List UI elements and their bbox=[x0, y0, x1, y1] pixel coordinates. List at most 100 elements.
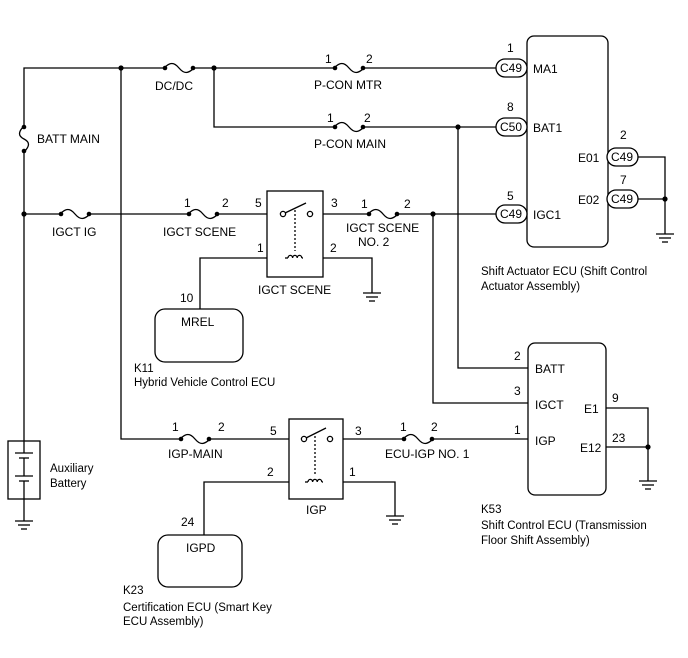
junction-dot bbox=[21, 211, 27, 217]
fuse-dcdc bbox=[162, 62, 196, 74]
shift-control-ecu-name: Shift Control ECU (Transmission bbox=[481, 520, 647, 532]
junction-dot bbox=[430, 211, 436, 217]
terminal-pin: 3 bbox=[514, 384, 521, 398]
fuse-ecu-igp-no1 bbox=[401, 433, 435, 445]
terminal-name: IGC1 bbox=[533, 208, 561, 222]
relay-pin-number: 3 bbox=[355, 424, 362, 438]
terminal-name: IGCT bbox=[535, 398, 564, 412]
wire-igc1-to-shift-igct bbox=[432, 214, 531, 404]
relay-pin-number: 1 bbox=[257, 241, 264, 255]
terminal-pin: 5 bbox=[507, 189, 514, 203]
relay-igp bbox=[288, 418, 344, 500]
ground-symbol bbox=[15, 520, 33, 530]
terminal-name: BATT bbox=[535, 362, 565, 376]
wire-relay-coil-to-ground bbox=[303, 257, 373, 293]
junction-dot bbox=[211, 65, 217, 71]
battery-symbol bbox=[7, 440, 41, 500]
relay-label-igct-scene: IGCT SCENE bbox=[258, 283, 331, 297]
terminal-name: E01 bbox=[578, 151, 600, 165]
terminal-name: E02 bbox=[578, 193, 600, 207]
cert-ecu-name-line2: ECU Assembly) bbox=[123, 616, 204, 628]
junction-dot bbox=[662, 196, 668, 202]
terminal-pin: 7 bbox=[620, 173, 627, 187]
fuse-igct-ig bbox=[58, 208, 92, 220]
wire-relay-coil-to-mrel bbox=[199, 257, 285, 309]
connector-c50-bat1 bbox=[495, 117, 528, 137]
junction-dot bbox=[645, 444, 651, 450]
shift-actuator-ecu-name-line2: Actuator Assembly) bbox=[481, 281, 580, 293]
relay-pin-number: 3 bbox=[331, 196, 338, 210]
terminal-pin: 2 bbox=[620, 128, 627, 142]
junction-dot bbox=[455, 124, 461, 130]
wire-dcdc-to-igp-main bbox=[120, 68, 180, 440]
pin-number: 1 bbox=[325, 52, 332, 66]
fuse-batt-main bbox=[18, 124, 30, 154]
fuse-igct-scene bbox=[186, 208, 220, 220]
relay-igct-scene bbox=[266, 190, 324, 278]
terminal-pin: 1 bbox=[514, 423, 521, 437]
fuse-pcon-mtr bbox=[332, 62, 366, 74]
connector-c49-ma1 bbox=[495, 58, 528, 78]
fuse-label-igct-scene: IGCT SCENE bbox=[163, 225, 236, 239]
connector-c49-igc1 bbox=[495, 204, 528, 224]
fuse-label-pcon-main: P-CON MAIN bbox=[314, 137, 386, 151]
terminal-name: MREL bbox=[181, 315, 215, 329]
connector-label: C49 bbox=[611, 192, 633, 206]
connector-label: C49 bbox=[500, 207, 522, 221]
relay-pin-number: 5 bbox=[255, 196, 262, 210]
connector-pills bbox=[495, 58, 639, 224]
fuse-label-igct-scene-no2-line2: NO. 2 bbox=[358, 235, 390, 249]
fuse-label-igct-scene-no2: IGCT SCENE bbox=[346, 221, 419, 235]
connector-c49-e02 bbox=[606, 189, 639, 209]
relay-pin-number: 2 bbox=[267, 465, 274, 479]
pin-number: 2 bbox=[222, 196, 229, 210]
terminal-name: IGP bbox=[535, 434, 556, 448]
hv-ecu-name: Hybrid Vehicle Control ECU bbox=[134, 377, 275, 389]
shift-control-ecu-code: K53 bbox=[481, 504, 501, 516]
wire-e1-to-ground bbox=[606, 407, 649, 481]
wires bbox=[23, 67, 666, 535]
connector-label: C50 bbox=[500, 120, 522, 134]
terminal-pin: 23 bbox=[612, 431, 626, 445]
pin-number: 1 bbox=[400, 420, 407, 434]
terminal-name: BAT1 bbox=[533, 121, 562, 135]
fuse-igct-scene-no2 bbox=[366, 208, 400, 220]
terminal-pin: 1 bbox=[507, 41, 514, 55]
connector-label: C49 bbox=[500, 61, 522, 75]
terminal-pin: 24 bbox=[181, 515, 195, 529]
relay-pin-number: 1 bbox=[349, 465, 356, 479]
ground-symbol bbox=[656, 233, 674, 243]
wire-igp-coil-to-ground bbox=[323, 481, 396, 516]
battery-label-line2: Battery bbox=[50, 478, 87, 490]
ground-symbol bbox=[363, 292, 381, 302]
pin-number: 1 bbox=[172, 420, 179, 434]
hv-ecu-box bbox=[154, 308, 244, 363]
fuse-label-ecu-igp-no1: ECU-IGP NO. 1 bbox=[385, 447, 470, 461]
cert-ecu-code: K23 bbox=[123, 585, 143, 597]
fuse-label-batt-main: BATT MAIN bbox=[37, 132, 100, 146]
fuse-label-igct-ig: IGCT IG bbox=[52, 225, 96, 239]
fuse-label-pcon-mtr: P-CON MTR bbox=[314, 78, 382, 92]
relay-label-igp: IGP bbox=[306, 503, 327, 517]
terminal-name: E1 bbox=[584, 402, 599, 416]
terminal-pin: 10 bbox=[180, 291, 194, 305]
fuse-label-igp-main: IGP-MAIN bbox=[168, 447, 223, 461]
pin-number: 2 bbox=[404, 197, 411, 211]
terminal-name: IGPD bbox=[186, 541, 216, 555]
relay-pin-number: 5 bbox=[270, 424, 277, 438]
cert-ecu-box bbox=[157, 534, 243, 588]
shift-actuator-ecu-box bbox=[526, 35, 609, 248]
connector-label: C49 bbox=[611, 150, 633, 164]
junction-dot bbox=[118, 65, 124, 71]
terminal-pin: 2 bbox=[514, 349, 521, 363]
pin-number: 1 bbox=[361, 197, 368, 211]
terminal-pin: 8 bbox=[507, 100, 514, 114]
wire-igp-coil-to-igpd bbox=[203, 481, 305, 535]
pin-number: 1 bbox=[184, 196, 191, 210]
shift-control-ecu-name-line2: Floor Shift Assembly) bbox=[481, 535, 590, 547]
shift-actuator-ecu-name: Shift Actuator ECU (Shift Control bbox=[481, 266, 647, 278]
connector-c49-e01 bbox=[606, 147, 639, 167]
terminal-pin: 9 bbox=[612, 391, 619, 405]
wire-bat1-to-shift-batt bbox=[457, 127, 531, 369]
